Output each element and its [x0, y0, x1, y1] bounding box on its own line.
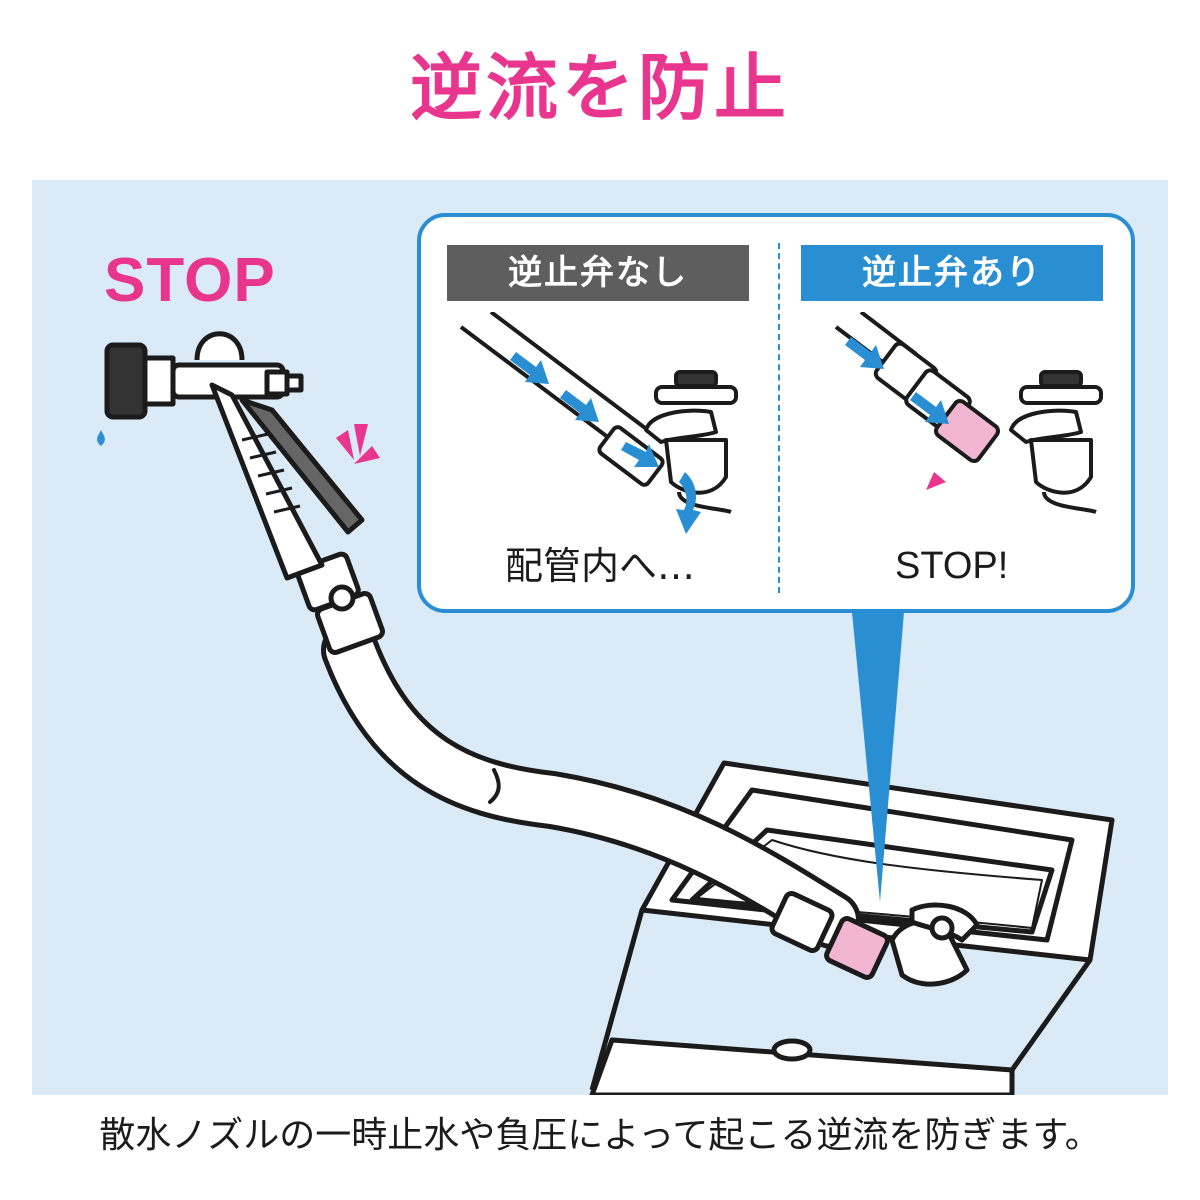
cabinet-front [589, 1037, 1015, 1095]
page-title: 逆流を防止 [409, 46, 790, 130]
zoom-pointer [852, 612, 904, 902]
panel-divider [778, 243, 780, 593]
stop-indicator-icon [926, 472, 946, 490]
stop-label: STOP [104, 246, 276, 315]
spray-nozzle-icon [104, 331, 365, 581]
check-valve-diagram [834, 312, 1103, 514]
backflow-diagram [459, 312, 738, 534]
cabinet-left-edge [589, 909, 645, 1091]
emphasis-icon [336, 424, 380, 464]
right-caption: STOP! [895, 545, 1009, 587]
comparison-panel: 逆止弁なし 逆止弁あり [417, 213, 1135, 613]
water-drop-icon [97, 430, 105, 446]
cabinet-right-edge [1009, 958, 1093, 1072]
drain-hole [771, 1038, 813, 1062]
left-caption: 配管内へ… [505, 544, 696, 588]
flow-arrow-icon [845, 337, 949, 424]
tab-without-check-valve: 逆止弁なし [447, 245, 749, 301]
hose-icon [321, 621, 861, 949]
description-caption: 散水ノズルの一時止水や負圧によって起こる逆流を防ぎます。 [99, 1115, 1101, 1156]
faucet-icon [769, 890, 980, 987]
illustration-scene: STOP 逆止弁なし 逆止弁あり [32, 180, 1168, 1095]
tab-with-check-valve: 逆止弁あり [801, 245, 1103, 301]
flow-arrow-icon [510, 352, 701, 534]
